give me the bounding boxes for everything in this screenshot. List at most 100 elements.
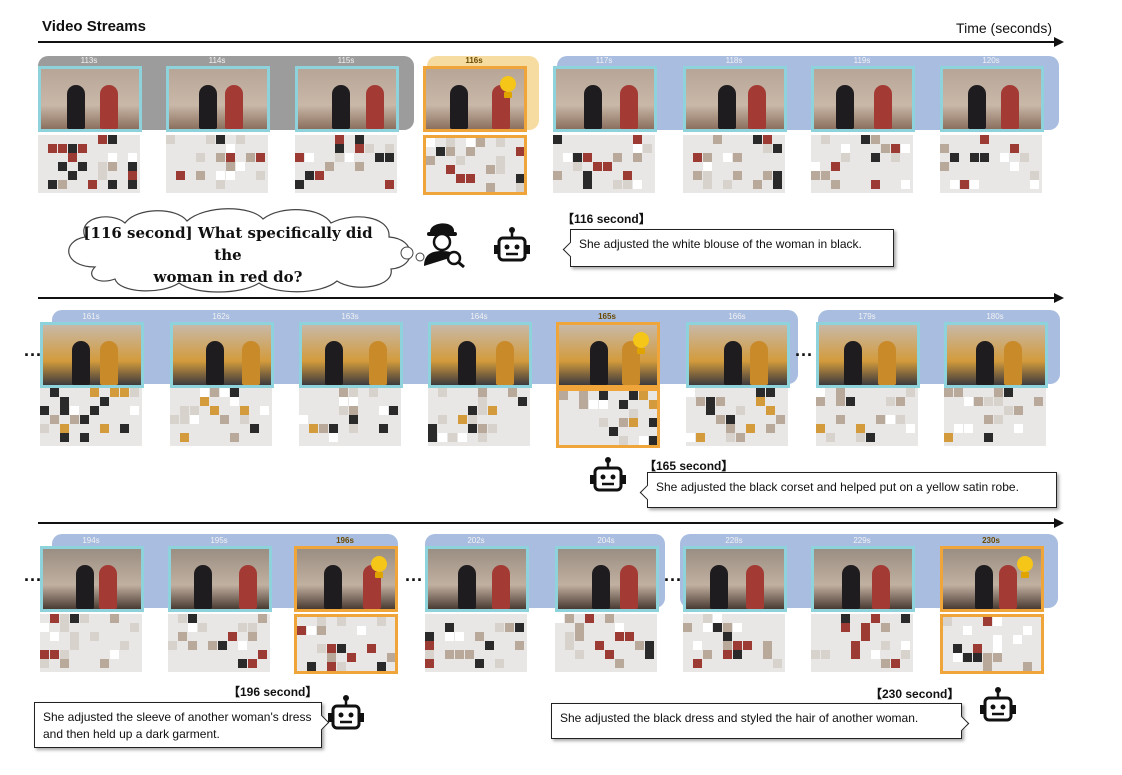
mask-block — [317, 626, 326, 635]
timestamp-label: 204s — [597, 536, 615, 545]
mask-block — [258, 614, 267, 623]
robot-icon-row-3a — [328, 695, 364, 730]
mask-block — [496, 156, 505, 165]
mask-block — [425, 632, 434, 641]
timestamp-label: 118s — [725, 56, 743, 65]
mask-block — [120, 641, 129, 650]
mask-block — [643, 144, 652, 153]
mask-block — [811, 162, 820, 171]
mask-block — [953, 653, 962, 662]
mask-block — [706, 406, 715, 415]
mask-block — [645, 650, 654, 659]
mask-block — [876, 415, 885, 424]
timestamp-label: 163s — [341, 312, 359, 321]
mask-block — [355, 135, 364, 144]
mask-block — [565, 641, 574, 650]
mask-block — [130, 388, 139, 397]
mask-block — [773, 180, 782, 189]
masked-frame-tile — [166, 135, 268, 193]
mask-block — [703, 153, 712, 162]
mask-block — [428, 424, 437, 433]
mask-block — [305, 153, 314, 162]
mask-block — [649, 400, 657, 409]
mask-block — [436, 147, 445, 156]
mask-block — [60, 614, 69, 623]
mask-block — [723, 641, 732, 650]
mask-block — [486, 183, 495, 192]
mask-block — [178, 632, 187, 641]
time-axis-label: Time (seconds) — [956, 20, 1052, 36]
masked-frame-tile — [940, 614, 1044, 674]
ellipsis-row-3-mid1: ... — [405, 565, 424, 585]
mask-block — [130, 623, 139, 632]
mask-block — [716, 415, 725, 424]
mask-block — [746, 424, 755, 433]
mask-block — [696, 433, 705, 442]
mask-block — [448, 433, 457, 442]
mask-block — [70, 415, 79, 424]
masked-frame-tile — [170, 388, 272, 446]
mask-block — [166, 135, 175, 144]
timestamp-label: 115s — [337, 56, 355, 65]
mask-block — [886, 397, 895, 406]
mask-block — [1004, 388, 1013, 397]
mask-block — [230, 388, 239, 397]
mask-block — [486, 165, 495, 174]
mask-block — [50, 650, 59, 659]
mask-block — [763, 171, 772, 180]
mask-block — [240, 406, 249, 415]
mask-block — [369, 388, 378, 397]
timestamp-label: 162s — [212, 312, 230, 321]
mask-block — [349, 406, 358, 415]
mask-block — [619, 418, 628, 427]
mask-block — [110, 388, 119, 397]
mask-block — [365, 144, 374, 153]
mask-block — [299, 415, 308, 424]
mask-block — [583, 153, 592, 162]
mask-block — [128, 162, 137, 171]
mask-block — [733, 641, 742, 650]
robot-icon-row-2 — [590, 457, 626, 492]
answer-bubble-196: She adjusted the sleeve of another woman… — [34, 702, 322, 748]
mask-block — [756, 397, 765, 406]
masked-frame-tile — [295, 135, 397, 193]
mask-block — [248, 632, 257, 641]
mask-block — [508, 388, 517, 397]
mask-block — [901, 144, 910, 153]
mask-block — [88, 180, 97, 189]
mask-block — [605, 614, 614, 623]
mask-block — [178, 614, 187, 623]
video-frame-thumbnail — [425, 546, 529, 612]
ellipsis-row-3-start: ... — [24, 565, 43, 585]
diagram-title: Video Streams — [42, 18, 146, 35]
mask-block — [821, 650, 830, 659]
mask-block — [836, 388, 845, 397]
mask-block — [841, 144, 850, 153]
mask-block — [68, 144, 77, 153]
masked-frame-tile — [940, 135, 1042, 193]
video-frame-thumbnail — [166, 66, 270, 132]
mask-block — [238, 659, 247, 668]
mask-block — [375, 153, 384, 162]
mask-block — [475, 659, 484, 668]
mask-block — [871, 180, 880, 189]
mask-block — [615, 632, 624, 641]
mask-block — [485, 641, 494, 650]
mask-block — [335, 153, 344, 162]
mask-block — [583, 180, 592, 189]
mask-block — [60, 433, 69, 442]
mask-block — [960, 180, 969, 189]
mask-block — [226, 153, 235, 162]
mask-block — [58, 162, 67, 171]
mask-block — [686, 433, 695, 442]
mask-block — [90, 406, 99, 415]
mask-block — [238, 641, 247, 650]
mask-block — [438, 433, 447, 442]
mask-block — [599, 418, 608, 427]
mask-block — [861, 632, 870, 641]
mask-block — [220, 415, 229, 424]
mask-block — [950, 180, 959, 189]
mask-block — [377, 662, 386, 671]
video-frame-thumbnail — [683, 546, 787, 612]
mask-block — [821, 135, 830, 144]
